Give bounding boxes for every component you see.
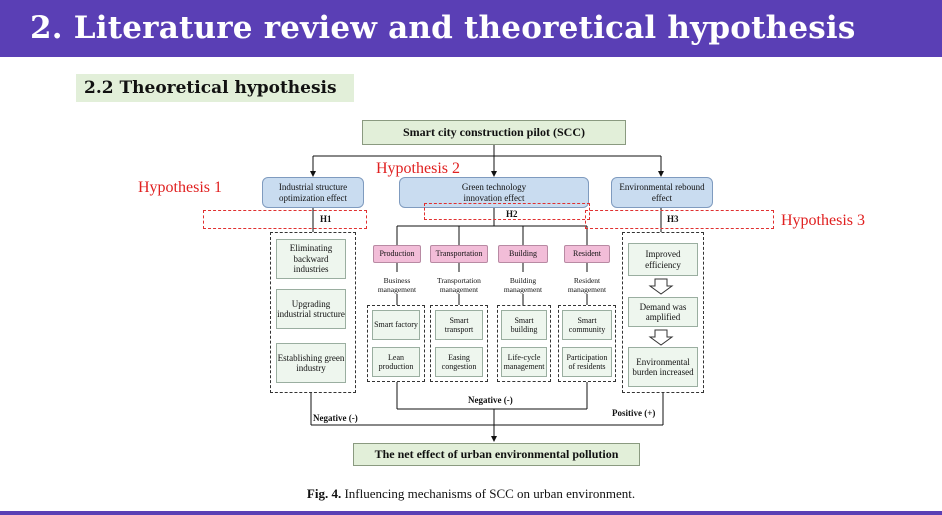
caption-label: Fig. 4. bbox=[306, 486, 342, 501]
sector-management: Business management bbox=[377, 276, 417, 294]
figure-caption: Fig. 4. Influencing mechanisms of SCC on… bbox=[0, 486, 942, 502]
h2-label: H2 bbox=[506, 209, 518, 219]
footer-bar bbox=[0, 511, 942, 515]
industrial-item: Establishing green industry bbox=[276, 343, 346, 383]
net-effect-box: The net effect of urban environmental po… bbox=[353, 443, 640, 466]
industrial-effect-box: Industrial structure optimization effect bbox=[262, 177, 364, 208]
sector-item: Smart community bbox=[562, 310, 612, 340]
sector-item: Life-cycle management bbox=[501, 347, 547, 377]
section-subtitle: 2.2 Theoretical hypothesis bbox=[76, 74, 354, 102]
sector-management: Transportation management bbox=[437, 276, 481, 294]
h3-dashed-box bbox=[585, 210, 774, 229]
h1-dashed-box bbox=[203, 210, 367, 229]
hypothesis-1-label: Hypothesis 1 bbox=[138, 179, 222, 196]
slide-header: 2. Literature review and theoretical hyp… bbox=[0, 0, 942, 57]
sector-item: Smart factory bbox=[372, 310, 420, 340]
scc-pilot-box: Smart city construction pilot (SCC) bbox=[362, 120, 626, 145]
h1-label: H1 bbox=[320, 214, 332, 224]
sector-group bbox=[367, 305, 425, 382]
caption-text: Influencing mechanisms of SCC on urban e… bbox=[341, 486, 636, 501]
sector-building: Building bbox=[498, 245, 548, 263]
rebound-item: Environmental burden increased bbox=[628, 347, 698, 387]
green-innovation-effect-box: Green technology innovation effect bbox=[399, 177, 589, 208]
hypothesis-3-label: Hypothesis 3 bbox=[781, 212, 865, 229]
industrial-item: Upgrading industrial structure bbox=[276, 289, 346, 329]
sector-item: Participation of residents bbox=[562, 347, 612, 377]
sector-group bbox=[558, 305, 616, 382]
sector-group bbox=[497, 305, 551, 382]
rebound-effect-box: Environmental rebound effect bbox=[611, 177, 713, 208]
sector-item: Easing congestion bbox=[435, 347, 483, 377]
rebound-item: Demand was amplified bbox=[628, 297, 698, 327]
sector-item: Smart transport bbox=[435, 310, 483, 340]
rebound-group bbox=[622, 232, 704, 393]
hypothesis-2-label: Hypothesis 2 bbox=[376, 160, 460, 177]
sector-production: Production bbox=[373, 245, 421, 263]
industrial-group bbox=[270, 232, 356, 393]
slide-title: 2. Literature review and theoretical hyp… bbox=[30, 10, 856, 46]
sector-item: Lean production bbox=[372, 347, 420, 377]
sector-item: Smart building bbox=[501, 310, 547, 340]
rebound-item: Improved efficiency bbox=[628, 243, 698, 276]
industrial-item: Eliminating backward industries bbox=[276, 239, 346, 279]
sector-transportation: Transportation bbox=[430, 245, 488, 263]
sector-resident: Resident bbox=[564, 245, 610, 263]
sector-management: Building management bbox=[503, 276, 543, 294]
sector-management: Resident management bbox=[567, 276, 607, 294]
h2-dashed-box bbox=[424, 203, 590, 220]
negative-sign-middle: Negative (-) bbox=[468, 395, 513, 405]
positive-sign-right: Positive (+) bbox=[612, 408, 656, 418]
negative-sign-left: Negative (-) bbox=[313, 413, 358, 423]
sector-group bbox=[430, 305, 488, 382]
h3-label: H3 bbox=[667, 214, 679, 224]
